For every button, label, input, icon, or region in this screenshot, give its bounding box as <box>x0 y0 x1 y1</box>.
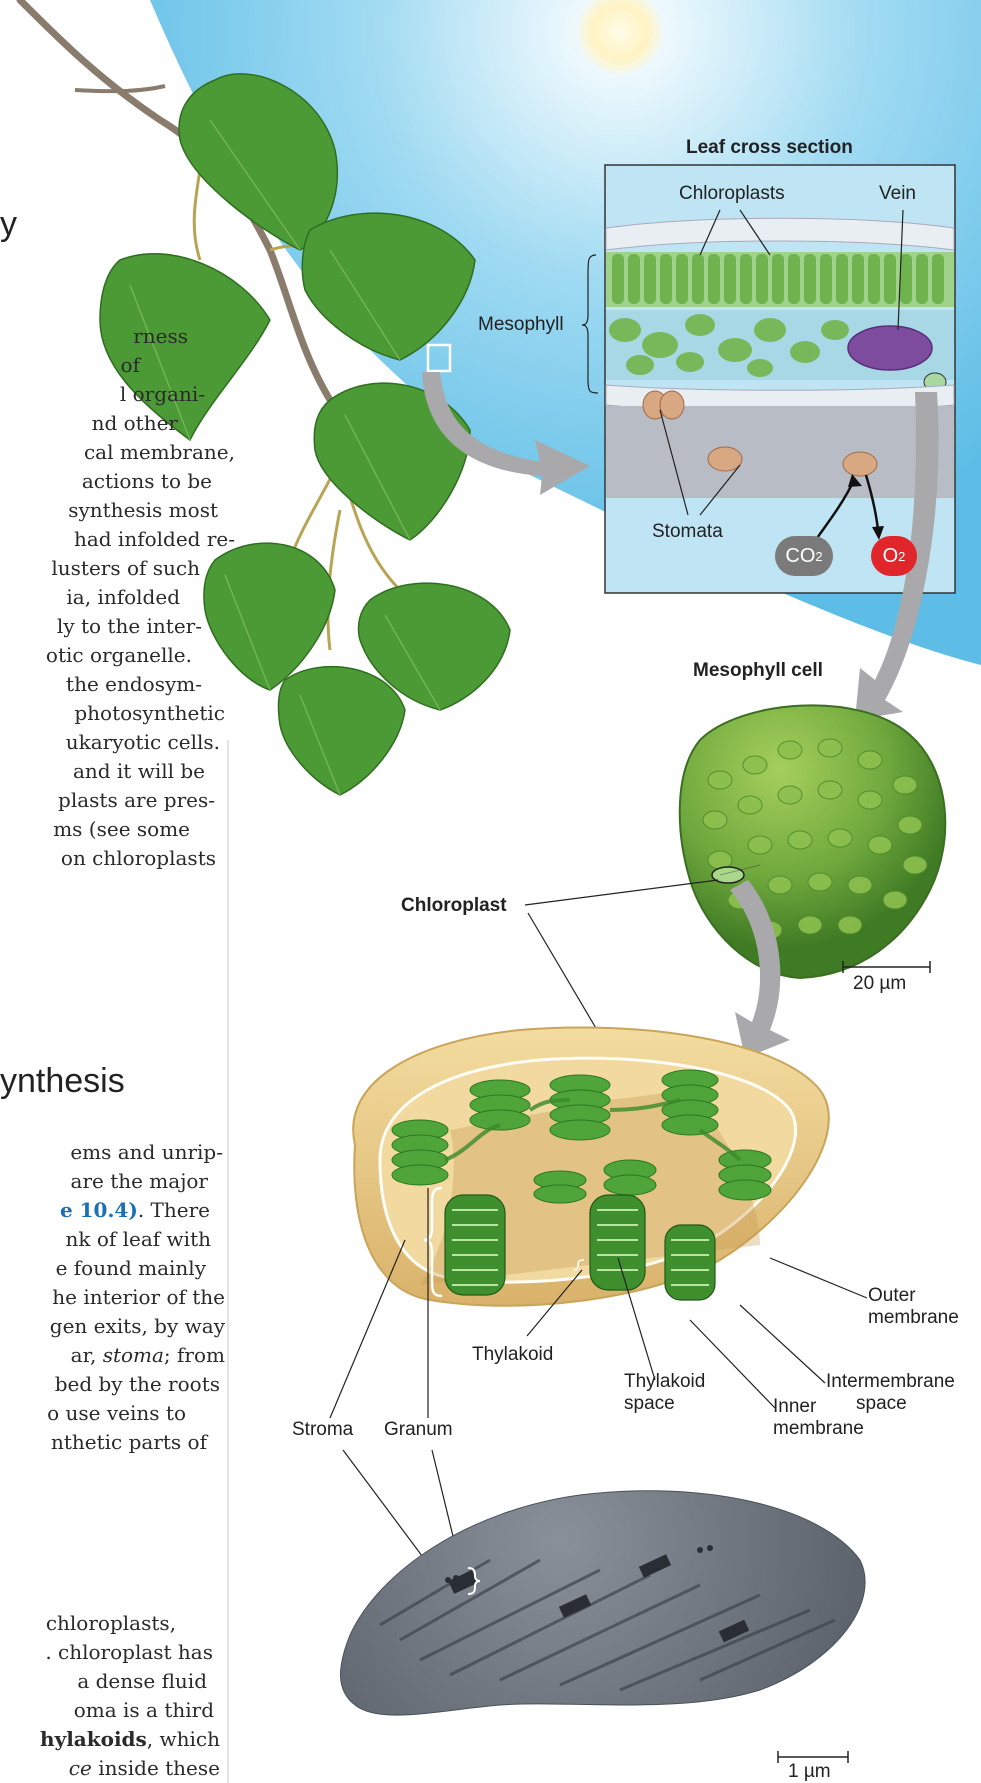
text-line-content: nthetic parts of <box>51 1428 207 1457</box>
text-run: are the major <box>71 1169 208 1193</box>
text-line-content: hylakoids, which <box>40 1725 220 1754</box>
text-run: oma is a third <box>74 1698 214 1722</box>
text-run: , which <box>147 1727 220 1751</box>
bold-term: hylakoids <box>40 1727 147 1751</box>
inner-membrane-line-1: Inner <box>773 1396 864 1418</box>
text-line-content: are the major <box>71 1167 208 1196</box>
text-line-content: rness <box>133 322 188 351</box>
text-line-content: l organi- <box>120 380 205 409</box>
micrograph-scale-label: 1 µm <box>788 1761 831 1783</box>
text-run: a dense fluid <box>77 1669 207 1693</box>
text-run: ems and unrip- <box>70 1140 223 1164</box>
text-line-content: synthesis most <box>68 496 218 525</box>
chloroplast-micrograph <box>340 1491 865 1715</box>
text-line-content: e 10.4). There <box>60 1196 210 1225</box>
text-line-content: a dense fluid <box>77 1667 207 1696</box>
chloroplast-title: Chloroplast <box>401 895 507 917</box>
text-run: e found mainly <box>56 1256 206 1280</box>
text-line-content: bed by the roots <box>55 1370 220 1399</box>
inner-membrane-label: Inner membrane <box>773 1396 864 1440</box>
text-line-content: e found mainly <box>56 1254 206 1283</box>
text-run: o use veins to <box>47 1401 186 1425</box>
text-line-content: oma is a third <box>74 1696 214 1725</box>
text-line-content: nd other <box>92 409 178 438</box>
text-line-content: plasts are pres- <box>58 786 215 815</box>
mesophyll-cell-title: Mesophyll cell <box>693 660 823 682</box>
co2-bubble: CO2 <box>775 536 833 576</box>
text-line-content: he interior of the <box>52 1283 225 1312</box>
outer-membrane-line-2: membrane <box>868 1307 959 1329</box>
text-run: chloroplasts, <box>46 1611 176 1635</box>
text-line-content: o use veins to <box>47 1399 186 1428</box>
mesophyll-scale-label: 20 µm <box>853 973 906 995</box>
text-line-content: chloroplasts, <box>46 1609 176 1638</box>
text-run: . chloroplast has <box>45 1640 213 1664</box>
text-line-content: ems and unrip- <box>70 1138 223 1167</box>
text-line-content: the endosym- <box>66 670 202 699</box>
text-line-content: actions to be <box>82 467 212 496</box>
outer-membrane-label: Outer membrane <box>868 1285 959 1329</box>
text-run: bed by the roots <box>55 1372 220 1396</box>
thylakoid-space-line-1: Thylakoid <box>624 1371 705 1393</box>
intermembrane-line-1: Intermembrane <box>826 1371 955 1393</box>
text-line-content: otic organelle. <box>46 641 192 670</box>
text-line-content: ar, stoma; from <box>71 1341 225 1370</box>
leaf-cross-section-title: Leaf cross section <box>686 137 853 159</box>
mesophyll-label: Mesophyll <box>478 314 564 336</box>
text-line-content: nk of leaf with <box>65 1225 211 1254</box>
text-line-content: cal membrane, <box>84 438 235 467</box>
italic-term: stoma <box>103 1343 164 1367</box>
leaf-cross-section-diagram <box>582 165 955 593</box>
text-line-content: on chloroplasts <box>61 844 216 873</box>
text-run: inside these <box>92 1756 220 1780</box>
text-run: . There <box>138 1198 210 1222</box>
thylakoid-space-label: Thylakoid space <box>624 1371 705 1415</box>
text-line-content: ukaryotic cells. <box>66 728 220 757</box>
text-run: ar, <box>71 1343 103 1367</box>
text-line-content: of <box>121 351 140 380</box>
text-line-content: ia, infolded <box>66 583 180 612</box>
text-run: gen exits, by way <box>50 1314 225 1338</box>
o2-subscript: 2 <box>898 549 905 564</box>
thylakoid-label: Thylakoid <box>472 1344 553 1366</box>
text-line-content: photosynthetic <box>74 699 225 728</box>
text-run: nk of leaf with <box>65 1227 211 1251</box>
text-run: ; from <box>164 1343 225 1367</box>
co2-label: CO <box>785 545 815 568</box>
stomata-label: Stomata <box>652 521 723 543</box>
section-heading-2: ynthesis <box>0 1062 125 1101</box>
figure-reference-link[interactable]: e 10.4) <box>60 1198 138 1222</box>
text-line-content: lusters of such <box>51 554 200 583</box>
inner-membrane-line-2: membrane <box>773 1418 864 1440</box>
text-line-content: gen exits, by way <box>50 1312 225 1341</box>
text-run: nthetic parts of <box>51 1430 207 1454</box>
o2-label: O <box>883 545 899 568</box>
text-line-content: and it will be <box>73 757 205 786</box>
granum-label: Granum <box>384 1419 453 1441</box>
co2-subscript: 2 <box>815 549 822 564</box>
text-line-content: ly to the inter- <box>57 612 202 641</box>
o2-bubble: O2 <box>871 536 917 576</box>
section-heading-1: y <box>0 205 17 244</box>
text-line-content: ce inside these <box>69 1754 220 1783</box>
text-line-content: had infolded re- <box>74 525 235 554</box>
chloroplast-cutaway-illustration <box>353 1028 829 1306</box>
mesophyll-cell-illustration <box>680 705 946 978</box>
stroma-label: Stroma <box>292 1419 353 1441</box>
outer-membrane-line-1: Outer <box>868 1285 959 1307</box>
chloroplasts-label: Chloroplasts <box>679 183 785 205</box>
italic-term: ce <box>69 1756 92 1780</box>
text-line-content: . chloroplast has <box>45 1638 213 1667</box>
text-run: he interior of the <box>52 1285 225 1309</box>
text-line-content: ms (see some <box>53 815 190 844</box>
thylakoid-space-line-2: space <box>624 1393 705 1415</box>
vein-label: Vein <box>879 183 916 205</box>
